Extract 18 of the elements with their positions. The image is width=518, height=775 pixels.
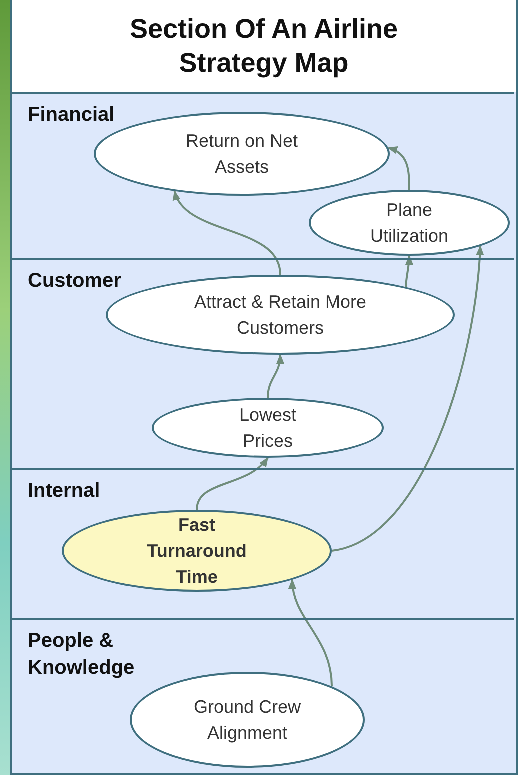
lane-band bbox=[12, 92, 514, 258]
objective-text: Lowest Prices bbox=[238, 404, 298, 453]
objective-text: Fast Turnaround Time bbox=[146, 514, 248, 589]
arrow bbox=[267, 354, 284, 398]
arrow bbox=[289, 579, 334, 687]
objective-text: Attract & Retain More Customers bbox=[193, 291, 368, 340]
objective-text: Return on Net Assets bbox=[184, 130, 300, 179]
objective-text: Ground Crew Alignment bbox=[192, 696, 302, 745]
title: Section Of An Airline Strategy Map bbox=[128, 13, 400, 80]
arrow bbox=[174, 190, 282, 276]
lane-heading: Internal bbox=[28, 479, 102, 504]
lane-heading: Financial bbox=[28, 103, 116, 128]
arrow bbox=[388, 147, 410, 190]
arrow bbox=[196, 457, 269, 510]
lane-heading: People & Knowledge bbox=[28, 629, 136, 681]
objective-text: Plane Utilization bbox=[369, 199, 450, 248]
lane-heading: Customer bbox=[28, 269, 122, 294]
arrow bbox=[332, 245, 484, 552]
